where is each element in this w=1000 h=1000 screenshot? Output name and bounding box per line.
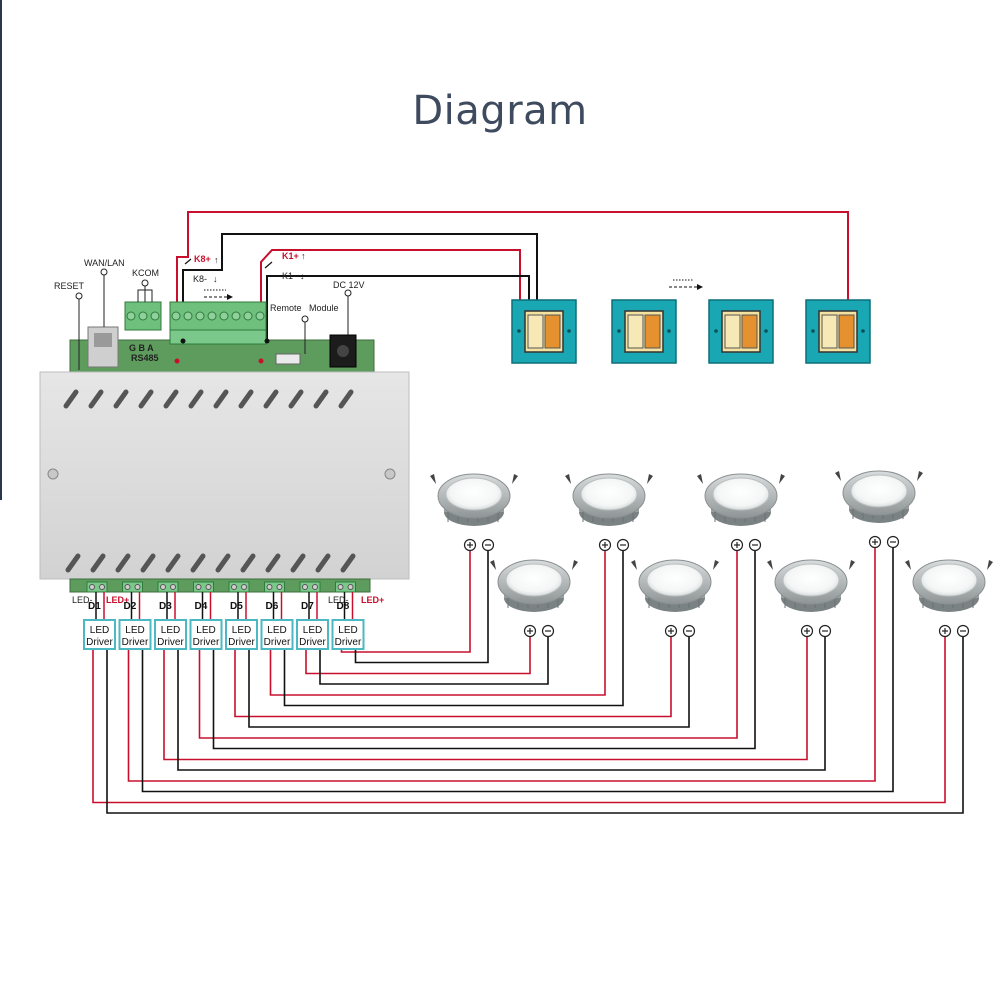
led-minus-label-d8: LED- [328,595,349,605]
driver-label-line1: LED [338,625,357,636]
driver-label-line2: Driver [228,637,255,648]
rs485-pin-labels: G B A [129,343,154,353]
driver-channel-label: D7 [301,601,314,612]
led-plus-label-d8: LED+ [361,595,384,605]
driver-label-line2: Driver [86,637,113,648]
left-edge-line [0,0,2,500]
k8-down-arrow: ↓ [213,274,218,284]
k1-plus-wire [260,249,521,361]
switch-wiring [176,211,849,361]
led-wiring [92,548,964,814]
kcom-label: KCOM [132,268,159,278]
driver-channel-label: D6 [266,601,279,612]
driver-label-line1: LED [161,625,180,636]
k1-minus-wire [266,275,530,341]
driver-label-line1: LED [90,625,109,636]
downlight [905,559,993,638]
k8-minus-label: K8- [193,274,207,284]
downlights [430,470,993,638]
driver-label-line2: Driver [335,637,362,648]
driver-label-line2: Driver [193,637,220,648]
module-label: Module [309,303,339,313]
driver-channel-label: D8 [337,601,350,612]
downlight [565,473,653,552]
led-drivers: D1LEDDriverD2LEDDriverD3LEDDriverD4LEDDr… [83,592,365,650]
driver-label-line1: LED [232,625,251,636]
downlight [430,473,518,552]
page-title: Diagram [412,88,588,134]
sequence-arrow-board [204,289,233,300]
k1-plus-label: K1+ [282,251,299,261]
controller-enclosure [39,371,410,593]
wall-switch [708,299,774,364]
k8-plus-label: K8+ [194,254,211,264]
k8-minus-wire [182,233,538,341]
driver-channel-label: D2 [124,601,137,612]
rs485-label: RS485 [131,353,159,363]
remote-module-connector [275,353,301,365]
wall-switches [511,299,871,364]
led-minus-label: LED- [72,595,93,605]
wall-switch [805,299,871,364]
downlight [631,559,719,638]
wall-switch [511,299,577,364]
driver-channel-label: D4 [195,601,208,612]
downlight [490,559,578,638]
driver-label-line1: LED [303,625,322,636]
controller-board: G B A RS485 [69,268,375,379]
k8-plus-wire [176,211,849,361]
driver-label-line2: Driver [264,637,291,648]
downlight [767,559,855,638]
reset-label: RESET [54,281,85,291]
downlight [835,470,923,549]
sequence-arrow-switches [669,279,703,290]
driver-channel-label: D3 [159,601,172,612]
downlight [697,473,785,552]
driver-label-line1: LED [267,625,286,636]
k1-minus-label: K1- [282,271,296,281]
driver-channel-label: D1 [88,601,101,612]
k8-up-arrow: ↑ [214,255,219,265]
driver-label-line1: LED [196,625,215,636]
k1-up-arrow: ↑ [301,251,306,261]
dc-12v-label: DC 12V [333,280,365,290]
remote-label: Remote [270,303,302,313]
driver-label-line2: Driver [122,637,149,648]
driver-channel-label: D5 [230,601,243,612]
wall-switch [611,299,677,364]
driver-label-line2: Driver [299,637,326,648]
led-plus-label: LED+ [106,595,129,605]
wan-lan-label: WAN/LAN [84,258,125,268]
driver-label-line1: LED [125,625,144,636]
k1-down-arrow: ↓ [300,271,305,281]
driver-label-line2: Driver [157,637,184,648]
